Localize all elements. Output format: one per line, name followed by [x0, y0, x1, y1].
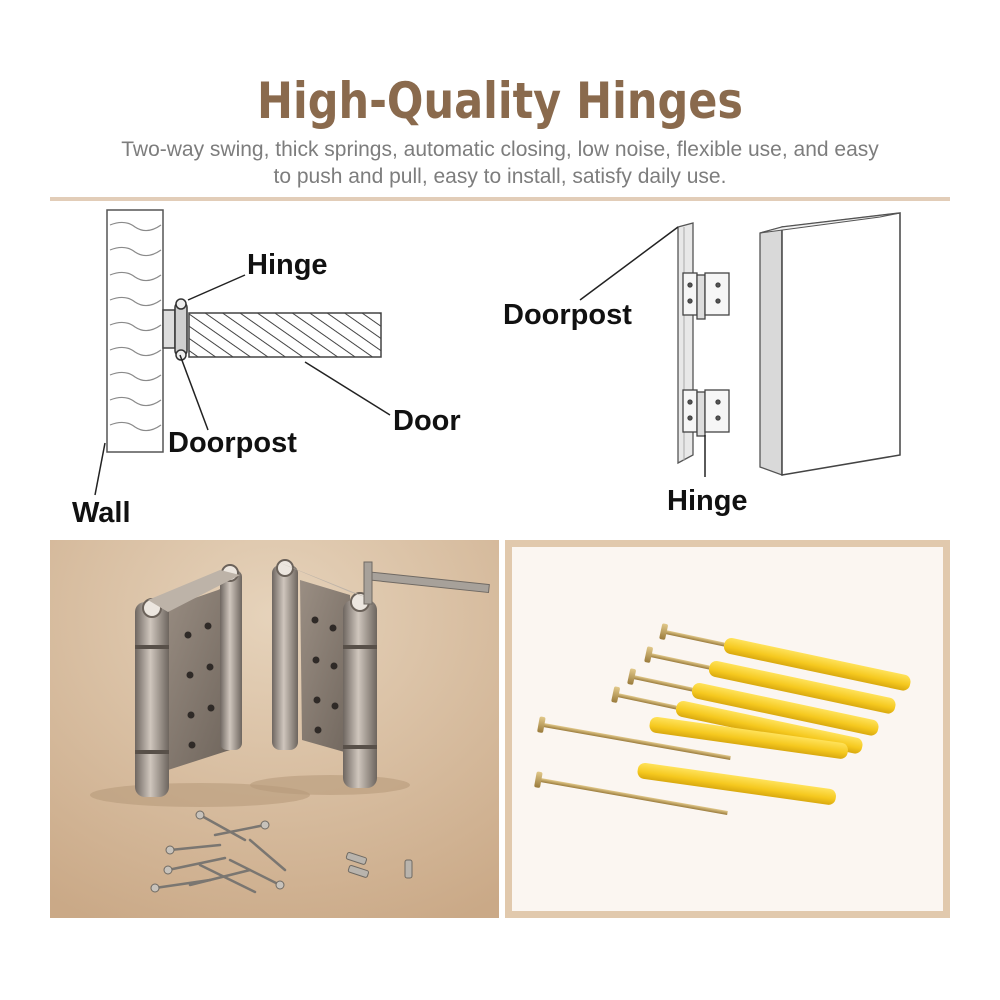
label-door: Door	[393, 405, 461, 437]
label-hinge: Hinge	[667, 485, 748, 517]
front-view-illustration	[579, 212, 901, 477]
hinges-illustration	[50, 540, 499, 918]
subtitle-line-2: to push and pull, easy to install, satis…	[273, 165, 727, 188]
top-view-diagram: Hinge Door Doorpost Wall	[50, 205, 490, 535]
page-title: High-Quality Hinges	[256, 72, 744, 130]
label-doorpost: Doorpost	[503, 299, 632, 331]
hinge-lower	[682, 389, 730, 437]
label-doorpost: Doorpost	[168, 427, 297, 459]
label-hinge: Hinge	[247, 249, 328, 281]
hinge-upper	[682, 272, 730, 320]
label-wall: Wall	[72, 497, 131, 529]
subtitle-line-1: Two-way swing, thick springs, automatic …	[121, 138, 879, 161]
anchors-illustration	[512, 547, 943, 911]
top-view-illustration	[94, 209, 391, 496]
header-divider	[50, 197, 950, 201]
hinges-product-photo	[50, 540, 499, 918]
front-view-diagram: Doorpost Hinge	[500, 205, 950, 535]
page-subtitle: Two-way swing, thick springs, automatic …	[60, 136, 940, 190]
anchors-product-photo	[505, 540, 950, 918]
